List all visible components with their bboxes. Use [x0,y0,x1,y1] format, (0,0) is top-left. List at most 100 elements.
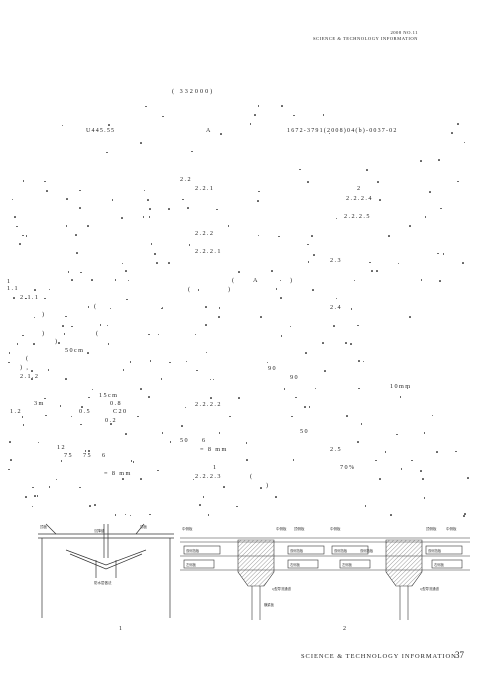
text-speck [424,216,427,218]
fig2-label-top-mid1: 中侧板 [276,526,287,531]
text-speck [11,198,14,201]
text-speck [65,198,68,201]
text-speck [281,105,283,107]
text-speck [196,369,199,372]
text-speck [360,423,363,426]
text-speck [406,387,409,390]
text-speck [94,504,96,507]
text-speck [140,142,142,144]
text-speck [8,468,10,471]
text-speck [107,124,110,126]
text-speck [149,360,152,362]
text-speck [60,460,63,462]
text-speck [70,415,73,418]
text-speck [322,342,325,344]
text-speck [63,333,66,336]
text-speck [259,486,262,489]
text-speck [238,271,240,273]
text-speck [205,351,208,354]
right-col-fragment: 6 [202,437,207,444]
text-speck [14,216,16,218]
text-speck [71,325,73,328]
fig2-label-top-mid3: 中侧板 [330,526,341,531]
text-speck [236,505,238,508]
text-speck [33,342,35,345]
text-speck [34,288,37,291]
text-speck [312,289,314,291]
text-speck [130,460,133,462]
text-speck [140,387,142,390]
text-speck [245,442,248,444]
text-speck [31,505,34,508]
text-speck [275,288,278,290]
text-speck [156,262,158,264]
text-speck [129,514,132,517]
text-speck [371,270,373,272]
text-speck [423,432,426,434]
text-speck [205,324,207,326]
text-speck [409,225,411,227]
fig1-label-mid: 沉降缝 [94,528,105,533]
right-col-fragment: 2.2.2.2 [195,401,222,408]
left-col-fragment: ( [94,303,98,310]
text-speck [209,396,212,399]
text-speck [89,505,91,507]
text-speck [31,378,33,380]
text-speck [44,397,47,400]
right-col-fragment: 2.2.1 [195,185,215,192]
text-speck [310,235,313,238]
right-col-fragment: 2.2 [180,176,192,183]
text-speck [149,513,151,516]
text-speck [79,486,81,489]
text-speck [157,469,160,472]
left-col-fragment: 75 [83,452,92,459]
text-speck [122,478,124,480]
text-speck [375,459,378,462]
header-journal: SCIENCE & TECHNOLOGY INFORMATION [313,36,418,41]
text-speck [169,441,172,443]
text-speck [107,343,110,345]
text-speck [353,279,356,282]
text-speck [439,207,442,210]
text-speck [218,432,221,434]
text-speck [150,243,153,245]
document-code: A [206,128,212,134]
text-speck [33,316,36,319]
text-speck [192,478,195,481]
text-speck [88,396,90,399]
text-speck [431,414,434,417]
text-speck [450,132,453,134]
fig2-label-mid-c3: 双侧挡板 [428,548,442,553]
text-speck [149,208,151,210]
text-speck [185,360,188,363]
text-speck [292,459,295,462]
postcode: ( 332000) [172,88,215,95]
right-col-fragment: 2.5 [330,446,342,453]
left-col-fragment: 15cm [99,392,119,399]
text-speck [439,280,441,282]
text-speck [55,478,58,481]
text-speck [8,352,11,354]
text-speck [202,496,205,498]
right-col-fragment: 2.2.2.1 [195,248,222,255]
footer-journal: SCIENCE & TECHNOLOGY INFORMATION [301,653,457,660]
text-speck [184,406,187,409]
text-speck [218,316,220,318]
fig2-label-mid-left: 双侧挡板 [186,548,200,553]
right-col-fragment: 2.2.2.5 [344,213,371,220]
text-speck [358,387,360,390]
left-col-fragment: ) [42,330,46,337]
text-speck [121,262,124,265]
text-speck [160,378,163,380]
text-speck [197,289,200,292]
text-speck [364,505,367,507]
text-speck [154,253,157,255]
text-speck [457,123,459,125]
right-col-fragment: A [253,277,259,284]
left-col-fragment: 3m [34,400,45,407]
text-speck [91,388,94,391]
text-speck [207,514,210,516]
text-speck [48,486,51,489]
text-speck [304,406,306,408]
left-col-fragment: ) [42,311,46,318]
